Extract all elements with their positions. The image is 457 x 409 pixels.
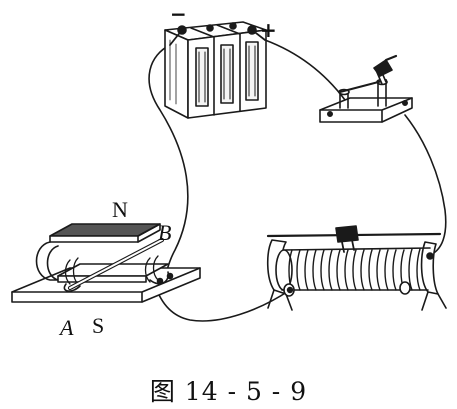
wire-rheostat-to-magnet — [154, 284, 291, 322]
south-pole-label: S — [92, 313, 105, 338]
wire-battery-to-magnet — [148, 44, 189, 281]
wire-switch-to-rheostat — [404, 114, 447, 256]
figure-caption: 图 14 - 5 - 9 — [149, 377, 308, 406]
battery — [164, 21, 267, 119]
battery-negative-label: − — [170, 2, 187, 26]
electromagnet — [11, 223, 201, 303]
end-b-label: B — [158, 220, 172, 245]
battery-positive-label: + — [260, 18, 277, 42]
end-a-label: A — [60, 315, 74, 340]
wire-battery-to-switch — [264, 39, 346, 101]
north-pole-label: N — [112, 197, 128, 222]
knife-switch — [319, 54, 413, 123]
rheostat — [266, 225, 447, 311]
